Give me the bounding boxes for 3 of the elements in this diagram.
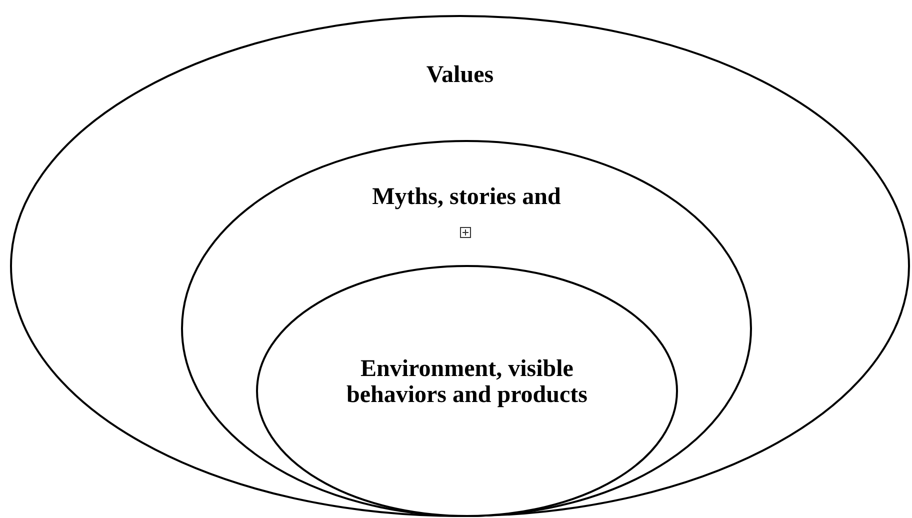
node-label: Values [425,62,495,88]
node-label: Myths, stories and [371,184,562,210]
node-label: Environment, visible behaviors and products [346,356,588,408]
